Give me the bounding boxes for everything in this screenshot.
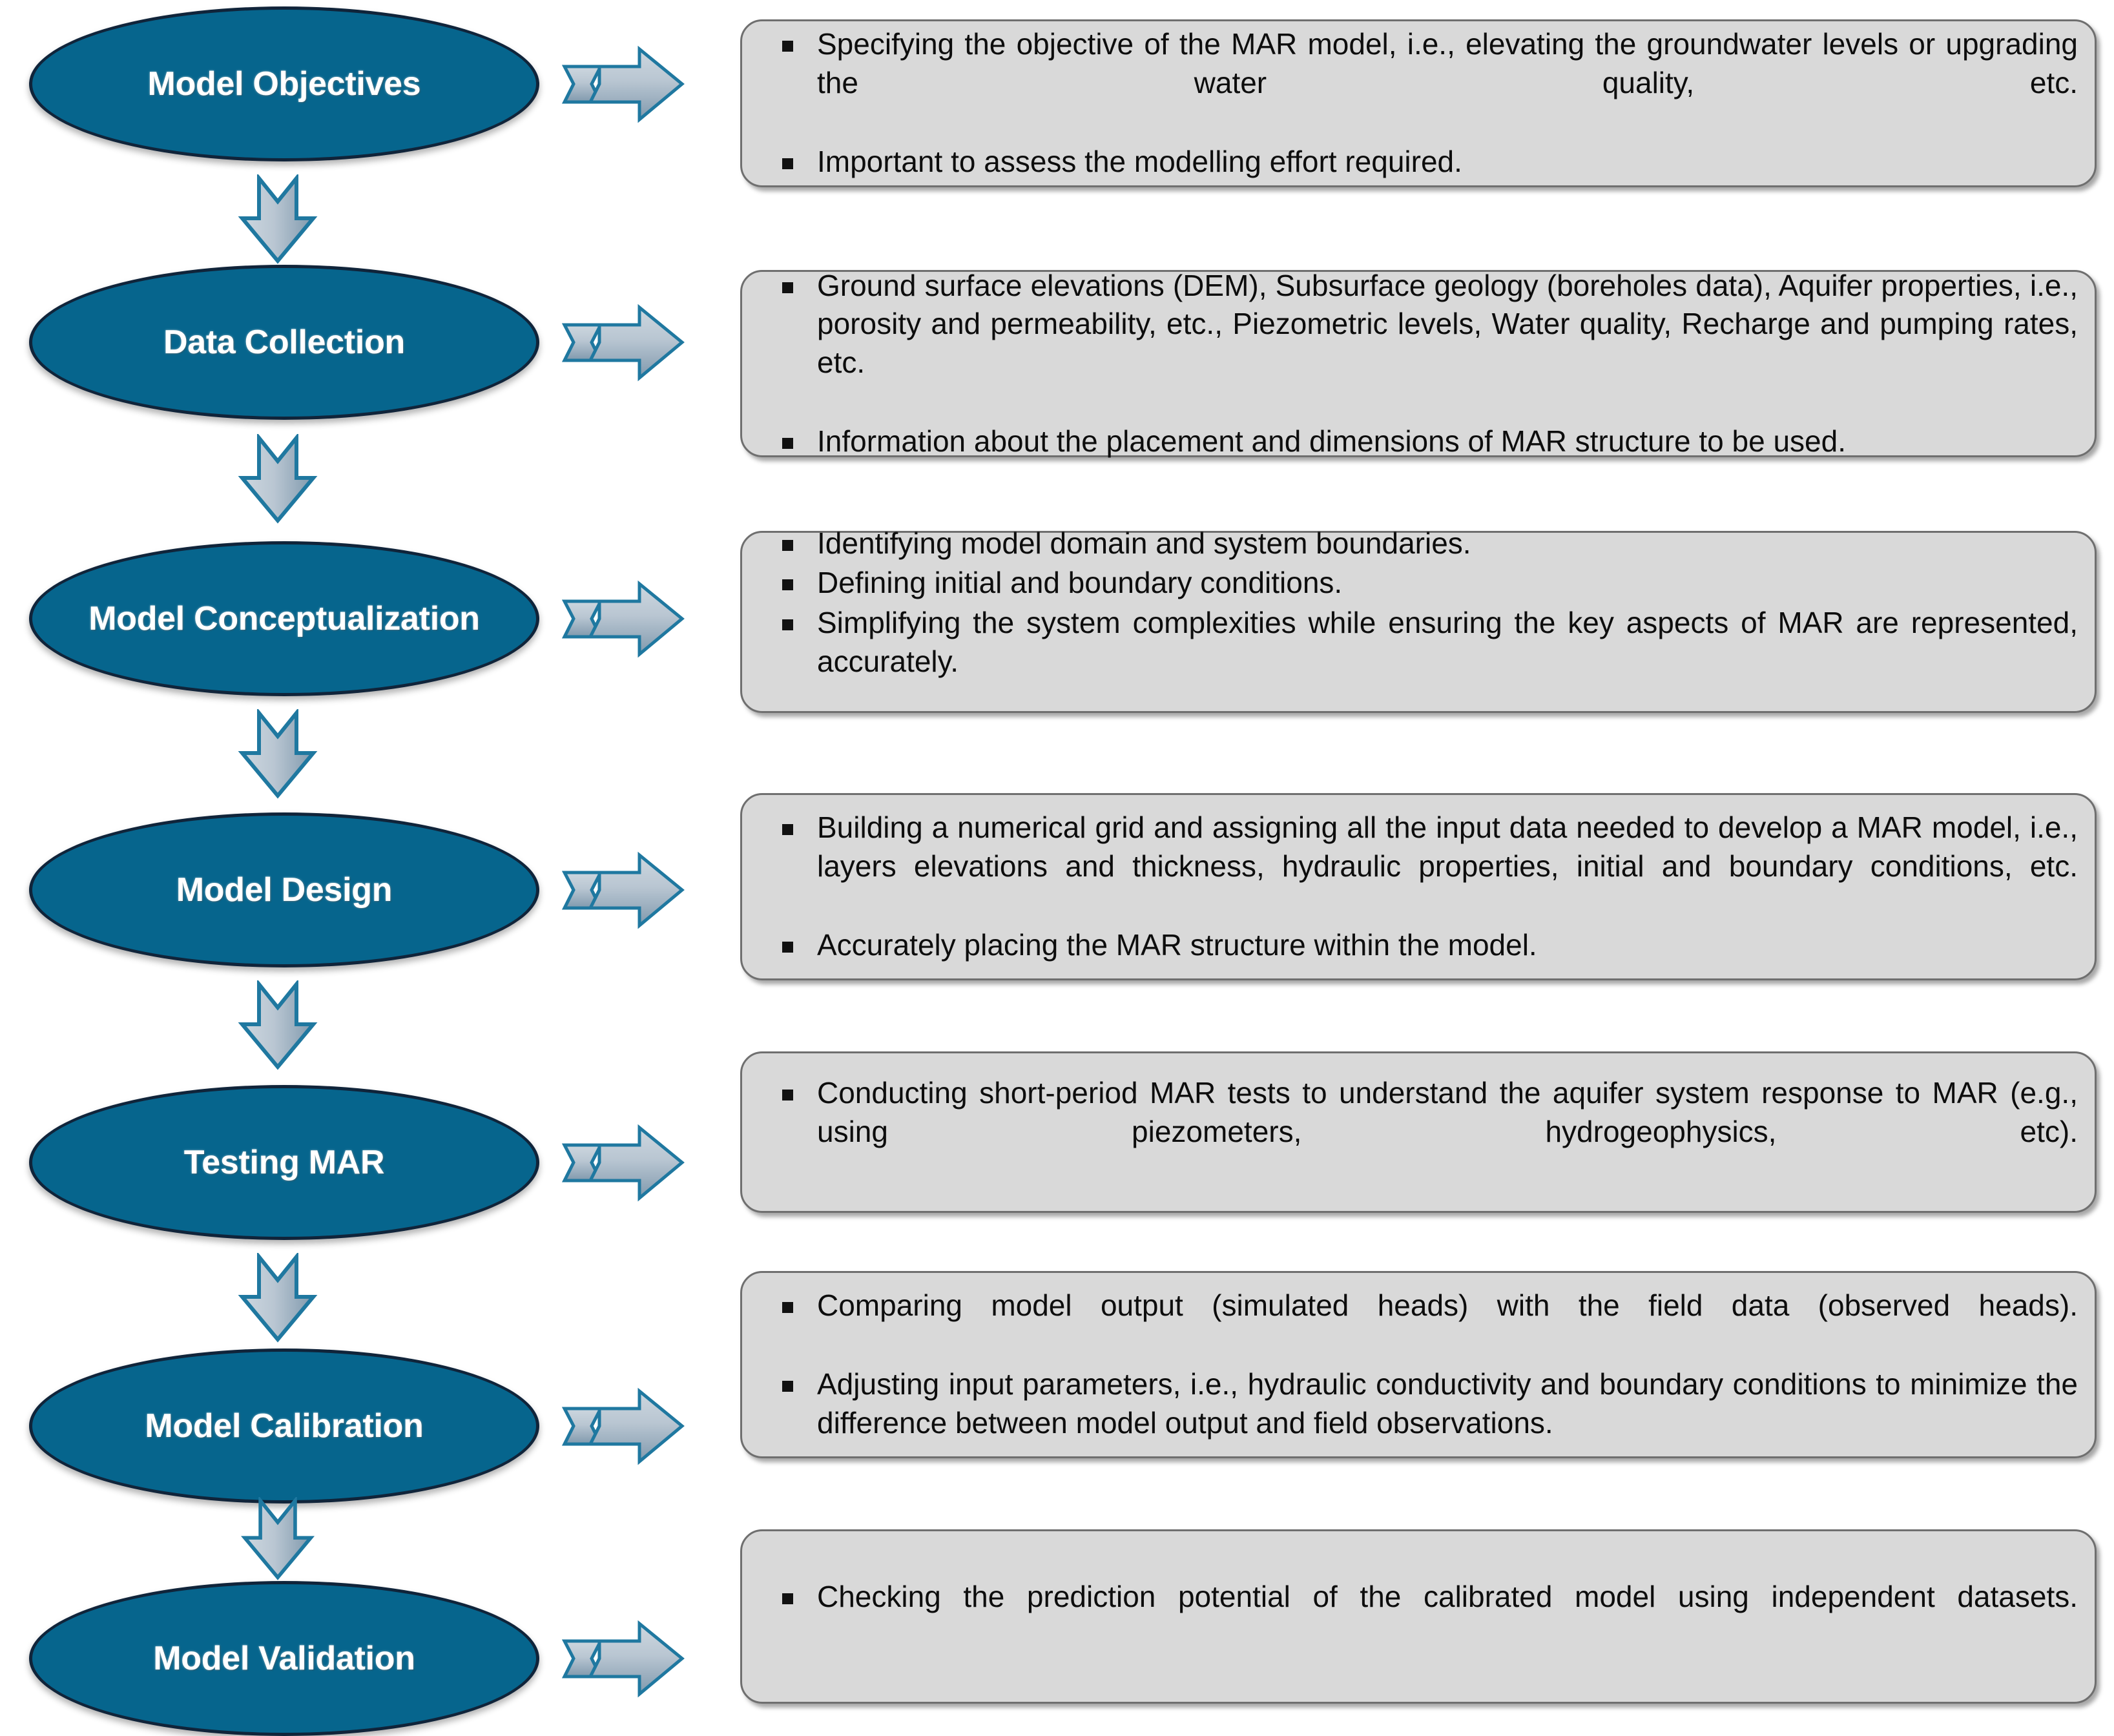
bullet-list: Ground surface elevations (DEM), Subsurf… xyxy=(754,267,2078,461)
bullet-text: Conducting short-period MAR tests to und… xyxy=(817,1076,2078,1149)
desc-box-model-validation: Checking the prediction potential of the… xyxy=(740,1529,2097,1704)
stage-label-data-collection: Data Collection xyxy=(163,323,405,361)
arrow-down-icon xyxy=(238,980,318,1070)
arrow-down-icon xyxy=(238,1253,318,1343)
bullet-item: Conducting short-period MAR tests to und… xyxy=(754,1074,2078,1190)
stage-label-model-validation: Model Validation xyxy=(153,1639,415,1677)
bullet-item: Information about the placement and dime… xyxy=(754,422,2078,461)
stage-row-model-objectives: Model Objectives xyxy=(0,6,730,161)
desc-box-testing-mar: Conducting short-period MAR tests to und… xyxy=(740,1051,2097,1213)
stage-ellipse-model-calibration[interactable]: Model Calibration xyxy=(29,1348,539,1504)
bullet-text: Checking the prediction potential of the… xyxy=(817,1580,2078,1614)
desc-box-model-conceptualization: Identifying model domain and system boun… xyxy=(740,526,2097,713)
desc-box-model-objectives: Specifying the objective of the MAR mode… xyxy=(740,19,2097,187)
arrow-right-icon xyxy=(562,851,685,929)
bullet-text: Specifying the objective of the MAR mode… xyxy=(817,27,2078,100)
bullet-text: Important to assess the modelling effort… xyxy=(817,144,1462,178)
stage-label-model-design: Model Design xyxy=(176,871,393,909)
stage-row-model-conceptualization: Model Conceptualization xyxy=(0,541,730,696)
bullet-text: Comparing model output (simulated heads)… xyxy=(817,1288,2078,1323)
stage-ellipse-testing-mar[interactable]: Testing MAR xyxy=(29,1085,539,1240)
arrow-down-icon xyxy=(238,174,318,264)
bullet-text: Defining initial and boundary conditions… xyxy=(817,566,1343,600)
desc-box-model-calibration: Comparing model output (simulated heads)… xyxy=(740,1271,2097,1458)
bullet-item: Specifying the objective of the MAR mode… xyxy=(754,25,2078,141)
connector-down-2 xyxy=(0,434,730,524)
bullet-list: Conducting short-period MAR tests to und… xyxy=(754,1074,2078,1190)
bullet-item: Important to assess the modelling effort… xyxy=(754,143,2078,181)
bullet-item: Defining initial and boundary conditions… xyxy=(754,564,2078,603)
bullet-item: Identifying model domain and system boun… xyxy=(754,524,2078,563)
connector-down-5 xyxy=(0,1253,730,1343)
stage-label-model-conceptualization: Model Conceptualization xyxy=(88,599,480,637)
stage-row-model-calibration: Model Calibration xyxy=(0,1348,730,1504)
arrow-down-icon xyxy=(238,709,318,799)
bullet-item: Simplifying the system complexities whil… xyxy=(754,604,2078,719)
stage-label-model-objectives: Model Objectives xyxy=(147,65,421,103)
connector-down-4 xyxy=(0,980,730,1071)
bullet-list: Specifying the objective of the MAR mode… xyxy=(754,25,2078,181)
arrow-right-icon xyxy=(562,1620,685,1697)
bullet-list: Comparing model output (simulated heads)… xyxy=(754,1286,2078,1442)
stage-row-data-collection: Data Collection xyxy=(0,265,730,420)
bullet-text: Building a numerical grid and assigning … xyxy=(817,811,2078,884)
bullet-item: Comparing model output (simulated heads)… xyxy=(754,1286,2078,1364)
bullet-list: Building a numerical grid and assigning … xyxy=(754,809,2078,964)
bullet-list: Checking the prediction potential of the… xyxy=(754,1578,2078,1655)
arrow-down-icon xyxy=(238,434,318,524)
stage-row-model-validation: Model Validation xyxy=(0,1581,730,1736)
stage-ellipse-data-collection[interactable]: Data Collection xyxy=(29,265,539,420)
stage-ellipse-model-objectives[interactable]: Model Objectives xyxy=(29,6,539,161)
arrow-right-icon xyxy=(562,580,685,657)
bullet-item: Accurately placing the MAR structure wit… xyxy=(754,926,2078,965)
stage-ellipse-model-conceptualization[interactable]: Model Conceptualization xyxy=(29,541,539,696)
stage-row-data-collection-spacer xyxy=(0,103,730,258)
bullet-text: Simplifying the system complexities whil… xyxy=(817,606,2078,678)
bullet-text: Ground surface elevations (DEM), Subsurf… xyxy=(817,268,2078,380)
bullet-text: Information about the placement and dime… xyxy=(817,424,1846,458)
bullet-text: Identifying model domain and system boun… xyxy=(817,526,1471,560)
bullet-item: Adjusting input parameters, i.e., hydrau… xyxy=(754,1365,2078,1443)
bullet-list: Identifying model domain and system boun… xyxy=(754,524,2078,720)
bullet-item: Building a numerical grid and assigning … xyxy=(754,809,2078,924)
stage-row-testing-mar: Testing MAR xyxy=(0,1085,730,1240)
stage-row-model-design: Model Design xyxy=(0,812,730,967)
desc-box-data-collection: Ground surface elevations (DEM), Subsurf… xyxy=(740,269,2097,458)
arrow-right-icon xyxy=(562,304,685,381)
stage-ellipse-model-validation[interactable]: Model Validation xyxy=(29,1581,539,1736)
bullet-text: Adjusting input parameters, i.e., hydrau… xyxy=(817,1367,2078,1440)
connector-down-1 xyxy=(0,174,730,265)
bullet-item: Ground surface elevations (DEM), Subsurf… xyxy=(754,267,2078,421)
arrow-down-icon xyxy=(241,1497,315,1580)
arrow-right-icon xyxy=(562,45,685,123)
connector-down-6 xyxy=(0,1497,730,1581)
bullet-item: Checking the prediction potential of the… xyxy=(754,1578,2078,1655)
bullet-text: Accurately placing the MAR structure wit… xyxy=(817,927,1537,962)
desc-box-model-design: Building a numerical grid and assigning … xyxy=(740,793,2097,980)
stage-label-model-calibration: Model Calibration xyxy=(145,1407,424,1445)
arrow-right-icon xyxy=(562,1124,685,1201)
arrow-right-icon xyxy=(562,1387,685,1465)
stage-label-testing-mar: Testing MAR xyxy=(183,1143,385,1181)
stage-ellipse-model-design[interactable]: Model Design xyxy=(29,812,539,967)
connector-down-3 xyxy=(0,709,730,800)
